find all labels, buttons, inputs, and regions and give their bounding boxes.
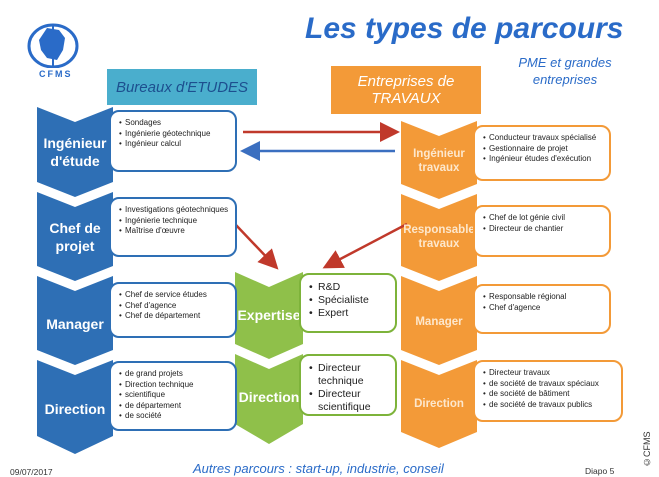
- orange-chevron-2: [401, 194, 477, 281]
- blue-chevron-4: [37, 360, 113, 454]
- list-item: de société de bâtiment: [483, 389, 613, 400]
- chevron-diagram: [37, 107, 477, 454]
- list-item: de société de travaux spéciaux: [483, 379, 613, 390]
- list-item: Chef d'agence: [119, 301, 227, 312]
- bureaux-box-3: Chef de service études Chef d'agence Che…: [109, 282, 237, 338]
- bureaux-box-1: Sondages Ingénierie géotechnique Ingénie…: [109, 110, 237, 172]
- travaux-label-2: Responsable travaux: [403, 223, 475, 250]
- orange-chevron-3: [401, 276, 477, 365]
- slide-number: Diapo 5: [585, 466, 615, 476]
- list-item: scientifique: [119, 390, 227, 401]
- list-item: Directeur de chantier: [483, 224, 601, 235]
- list-item: R&D: [309, 281, 387, 294]
- bureaux-box-2: Investigations géotechniques Ingénierie …: [109, 197, 237, 257]
- blue-chevron-1: [37, 107, 113, 197]
- list-item: Ingénieur études d'exécution: [483, 154, 601, 165]
- list-item: de département: [119, 401, 227, 412]
- expertise-box-2: Directeur technique Directeur scientifiq…: [299, 354, 397, 416]
- list-item: Chef de lot génie civil: [483, 213, 601, 224]
- list-item: Responsable régional: [483, 292, 601, 303]
- travaux-label-1: Ingénieur travaux: [413, 148, 465, 174]
- blue-chevron-2: [37, 192, 113, 281]
- list-item: Gestionnaire de projet: [483, 144, 601, 155]
- france-map-logo-icon: [27, 23, 79, 68]
- list-item: Maîtrise d'œuvre: [119, 226, 227, 237]
- list-item: de grand projets: [119, 369, 227, 380]
- list-item: Chef d'agence: [483, 303, 601, 314]
- footer-date: 09/07/2017: [10, 467, 53, 477]
- slide: CFMS Les types de parcours PME et grande…: [5, 4, 641, 477]
- travaux-box-1: Conducteur travaux spécialisé Gestionnai…: [473, 125, 611, 181]
- travaux-label-4: Direction: [414, 397, 464, 410]
- list-item: Ingénierie géotechnique: [119, 129, 227, 140]
- arrow-responsable-to-expertise: [322, 222, 408, 269]
- bureaux-label-3: Manager: [46, 316, 104, 332]
- list-item: Directeur scientifique: [309, 388, 390, 414]
- expertise-label-1: Expertise: [237, 306, 301, 323]
- page-title: Les types de parcours: [305, 12, 624, 45]
- blue-chevron-3: [37, 276, 113, 365]
- green-chevron-1: [235, 272, 303, 359]
- expertise-box-1: R&D Spécialiste Expert: [299, 273, 397, 333]
- list-item: Investigations géotechniques: [119, 205, 228, 216]
- green-chevron-2: [235, 354, 303, 444]
- orange-chevron-1: [401, 121, 477, 199]
- orange-chevron-4: [401, 360, 477, 448]
- travaux-header: Entreprises de TRAVAUX: [331, 66, 481, 114]
- copyright: ©CFMS: [642, 431, 652, 467]
- list-item: Conducteur travaux spécialisé: [483, 133, 601, 144]
- list-item: Expert: [309, 307, 387, 320]
- bureaux-box-4: de grand projets Direction technique sci…: [109, 361, 237, 431]
- list-item: Directeur travaux: [483, 368, 613, 379]
- list-item: Spécialiste: [309, 294, 387, 307]
- footer-note: Autres parcours : start-up, industrie, c…: [193, 461, 444, 476]
- list-item: de société: [119, 411, 227, 422]
- list-item: Ingénieur calcul: [119, 139, 227, 150]
- page-subtitle: PME et grandes entreprises: [518, 55, 612, 87]
- bureaux-label-4: Direction: [44, 401, 106, 417]
- bureaux-label-1: Ingénieur d'étude: [43, 135, 107, 169]
- list-item: Chef de service études: [119, 290, 227, 301]
- list-item: Sondages: [119, 118, 227, 129]
- list-item: Chef de département: [119, 311, 227, 322]
- travaux-box-2: Chef de lot génie civil Directeur de cha…: [473, 205, 611, 257]
- travaux-box-3: Responsable régional Chef d'agence: [473, 284, 611, 334]
- expertise-label-2: Direction: [238, 388, 300, 405]
- list-item: Direction technique: [119, 380, 227, 391]
- arrow-chef-to-expertise: [234, 223, 279, 270]
- list-item: Ingénierie technique: [119, 216, 227, 227]
- list-item: Directeur technique: [309, 362, 390, 388]
- bureaux-label-2: Chef de projet: [49, 220, 101, 254]
- bureaux-header: Bureaux d'ETUDES: [107, 69, 257, 105]
- logo-text: CFMS: [39, 69, 73, 79]
- list-item: de société de travaux publics: [483, 400, 613, 411]
- travaux-label-3: Manager: [415, 315, 463, 328]
- travaux-box-4: Directeur travaux de société de travaux …: [473, 360, 623, 422]
